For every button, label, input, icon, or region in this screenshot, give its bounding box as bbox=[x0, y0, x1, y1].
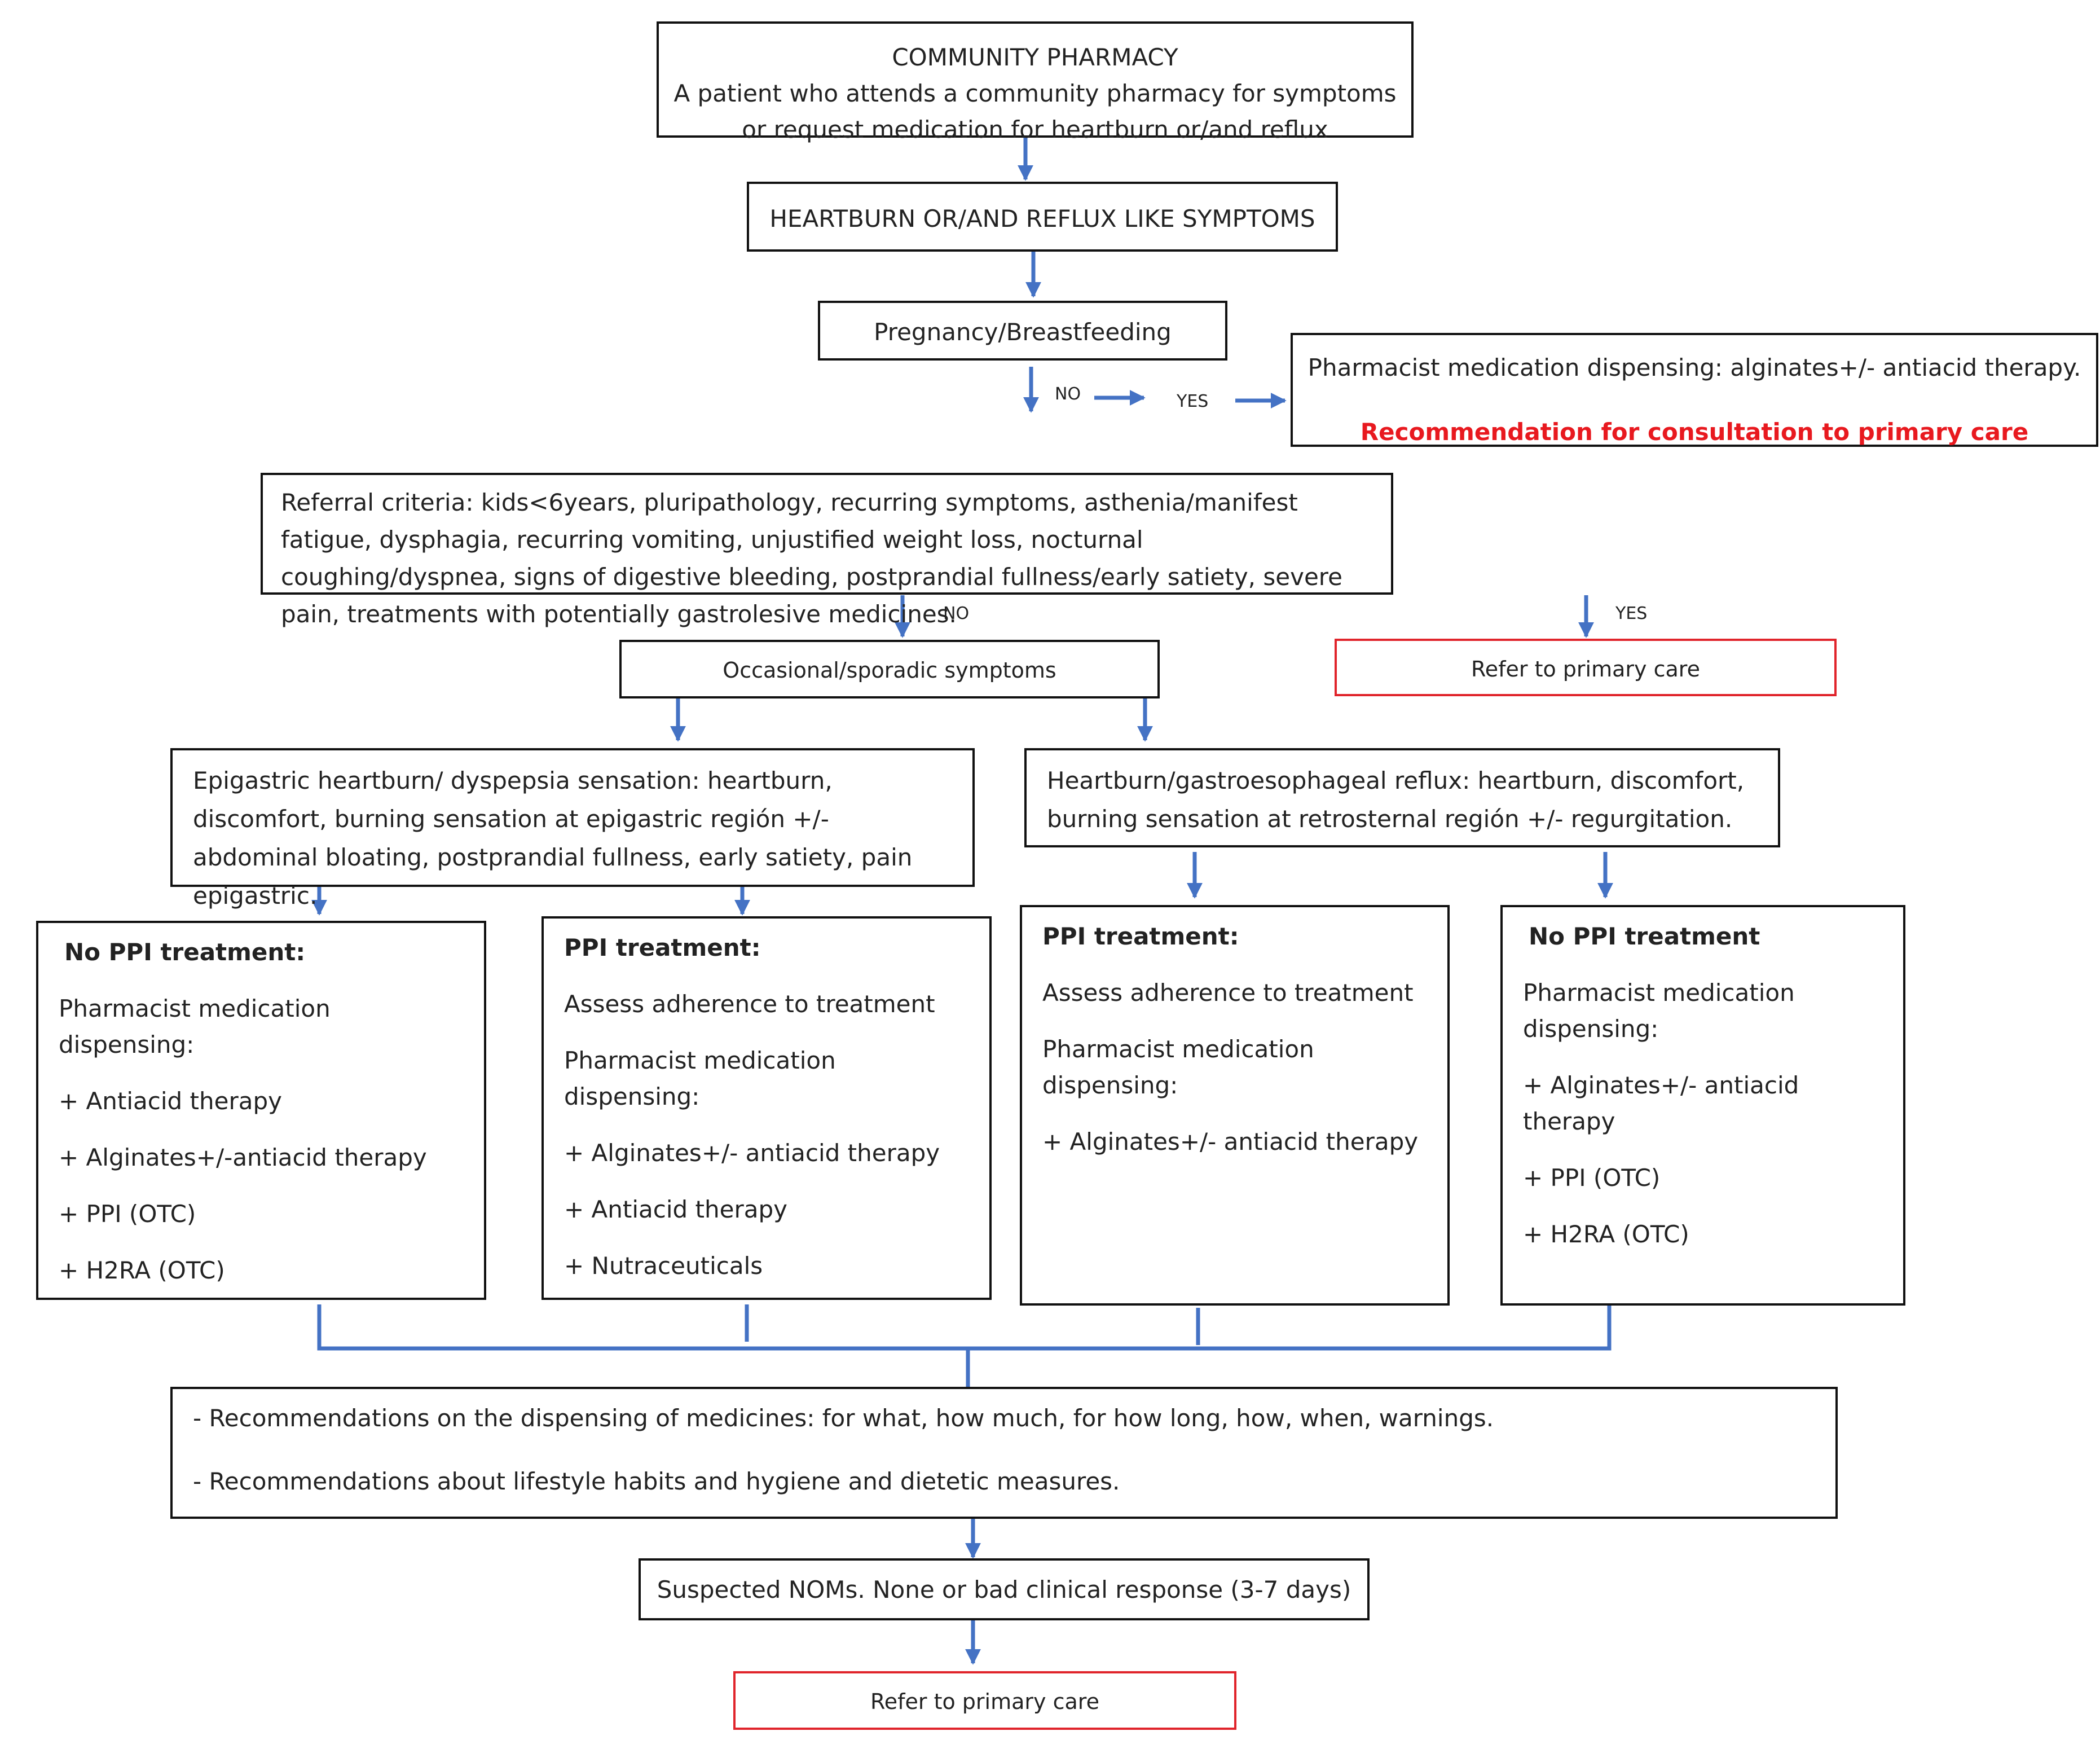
ppi-box-epigastric: PPI treatment: Assess adherence to treat… bbox=[541, 916, 992, 1300]
start-title: COMMUNITY PHARMACY bbox=[892, 43, 1178, 71]
symptoms-text: HEARTBURN OR/AND REFLUX LIKE SYMPTOMS bbox=[769, 205, 1315, 232]
box-a-item: Pharmacist medication dispensing: bbox=[59, 995, 331, 1058]
box-b-item: + Antiacid therapy bbox=[564, 1196, 787, 1223]
referral-criteria-text: Referral criteria: kids<6years, pluripat… bbox=[281, 489, 1342, 628]
recommendation-item: - Recommendations on the dispensing of m… bbox=[193, 1404, 1494, 1432]
recommendation-item: - Recommendations about lifestyle habits… bbox=[193, 1467, 1120, 1495]
epigastric-box: Epigastric heartburn/ dyspepsia sensatio… bbox=[170, 748, 975, 909]
box-b-item: Pharmacist medication dispensing: bbox=[564, 1047, 836, 1110]
suspected-noms-text: Suspected NOMs. None or bad clinical res… bbox=[657, 1576, 1351, 1603]
referral-criteria-box: Referral criteria: kids<6years, pluripat… bbox=[261, 473, 1393, 628]
suspected-noms-box: Suspected NOMs. None or bad clinical res… bbox=[639, 1558, 1370, 1620]
box-d-item: + PPI (OTC) bbox=[1523, 1164, 1661, 1192]
epigastric-text: Epigastric heartburn/ dyspepsia sensatio… bbox=[193, 767, 913, 909]
no-ppi-box-epigastric: No PPI treatment: Pharmacist medication … bbox=[36, 921, 486, 1300]
symptoms-box: HEARTBURN OR/AND REFLUX LIKE SYMPTOMS bbox=[747, 182, 1338, 252]
gerd-text: Heartburn/gastroesophageal reflux: heart… bbox=[1047, 767, 1745, 833]
start-line-1: A patient who attends a community pharma… bbox=[673, 80, 1397, 107]
gerd-box: Heartburn/gastroesophageal reflux: heart… bbox=[1024, 748, 1780, 847]
pregnancy-no-label: NO bbox=[1055, 384, 1081, 404]
start-line-2: or request medication for heartburn or/a… bbox=[742, 116, 1328, 143]
recommendations-box: - Recommendations on the dispensing of m… bbox=[170, 1387, 1838, 1519]
refer-primary-care-text-2: Refer to primary care bbox=[870, 1689, 1099, 1714]
pregnancy-yes-label: YES bbox=[1177, 392, 1209, 411]
occasional-text: Occasional/sporadic symptoms bbox=[723, 658, 1056, 683]
no-ppi-title-d: No PPI treatment bbox=[1529, 922, 1760, 950]
ppi-box-gerd: PPI treatment: Assess adherence to treat… bbox=[1020, 905, 1450, 1306]
box-b-item: + Alginates+/- antiacid therapy bbox=[564, 1139, 940, 1167]
box-a-item: + Antiacid therapy bbox=[59, 1087, 282, 1115]
box-c-item: Pharmacist medication dispensing: bbox=[1042, 1035, 1314, 1099]
box-b-item: Assess adherence to treatment bbox=[564, 990, 935, 1018]
box-c-item: Assess adherence to treatment bbox=[1042, 979, 1414, 1007]
refer-primary-care-box-2: Refer to primary care bbox=[733, 1671, 1236, 1730]
referral-yes-label: YES bbox=[1615, 604, 1648, 623]
community-pharmacy-box: COMMUNITY PHARMACY A patient who attends… bbox=[657, 21, 1414, 143]
box-a-item: + H2RA (OTC) bbox=[59, 1256, 225, 1284]
no-ppi-box-gerd: No PPI treatment Pharmacist medication d… bbox=[1500, 905, 1905, 1306]
box-d-item: + H2RA (OTC) bbox=[1523, 1220, 1689, 1248]
box-d-item: Pharmacist medication dispensing: bbox=[1523, 979, 1795, 1043]
merge-line bbox=[317, 1304, 1612, 1351]
refer-primary-care-text-1: Refer to primary care bbox=[1471, 657, 1700, 682]
pregnancy-yes-box: Pharmacist medication dispensing: algina… bbox=[1291, 333, 2098, 447]
referral-no-label: NO bbox=[943, 604, 970, 623]
occasional-box: Occasional/sporadic symptoms bbox=[619, 640, 1160, 698]
pregnancy-text: Pregnancy/Breastfeeding bbox=[874, 318, 1172, 346]
box-a-item: + Alginates+/-antiacid therapy bbox=[59, 1144, 427, 1171]
ppi-title-c: PPI treatment: bbox=[1042, 922, 1239, 950]
refer-primary-care-box-1: Refer to primary care bbox=[1335, 639, 1837, 696]
box-c-item: + Alginates+/- antiacid therapy bbox=[1042, 1128, 1419, 1155]
box-a-item: + PPI (OTC) bbox=[59, 1200, 196, 1228]
ppi-title-b: PPI treatment: bbox=[564, 934, 761, 961]
pregnancy-yes-text: Pharmacist medication dispensing: algina… bbox=[1307, 354, 2081, 381]
box-b-item: + Nutraceuticals bbox=[564, 1252, 763, 1280]
pregnancy-box: Pregnancy/Breastfeeding bbox=[818, 301, 1227, 361]
box-d-item: + Alginates+/- antiacid therapy bbox=[1523, 1071, 1799, 1135]
consultation-warning: Recommendation for consultation to prima… bbox=[1360, 418, 2029, 446]
no-ppi-title-a: No PPI treatment: bbox=[64, 938, 306, 966]
